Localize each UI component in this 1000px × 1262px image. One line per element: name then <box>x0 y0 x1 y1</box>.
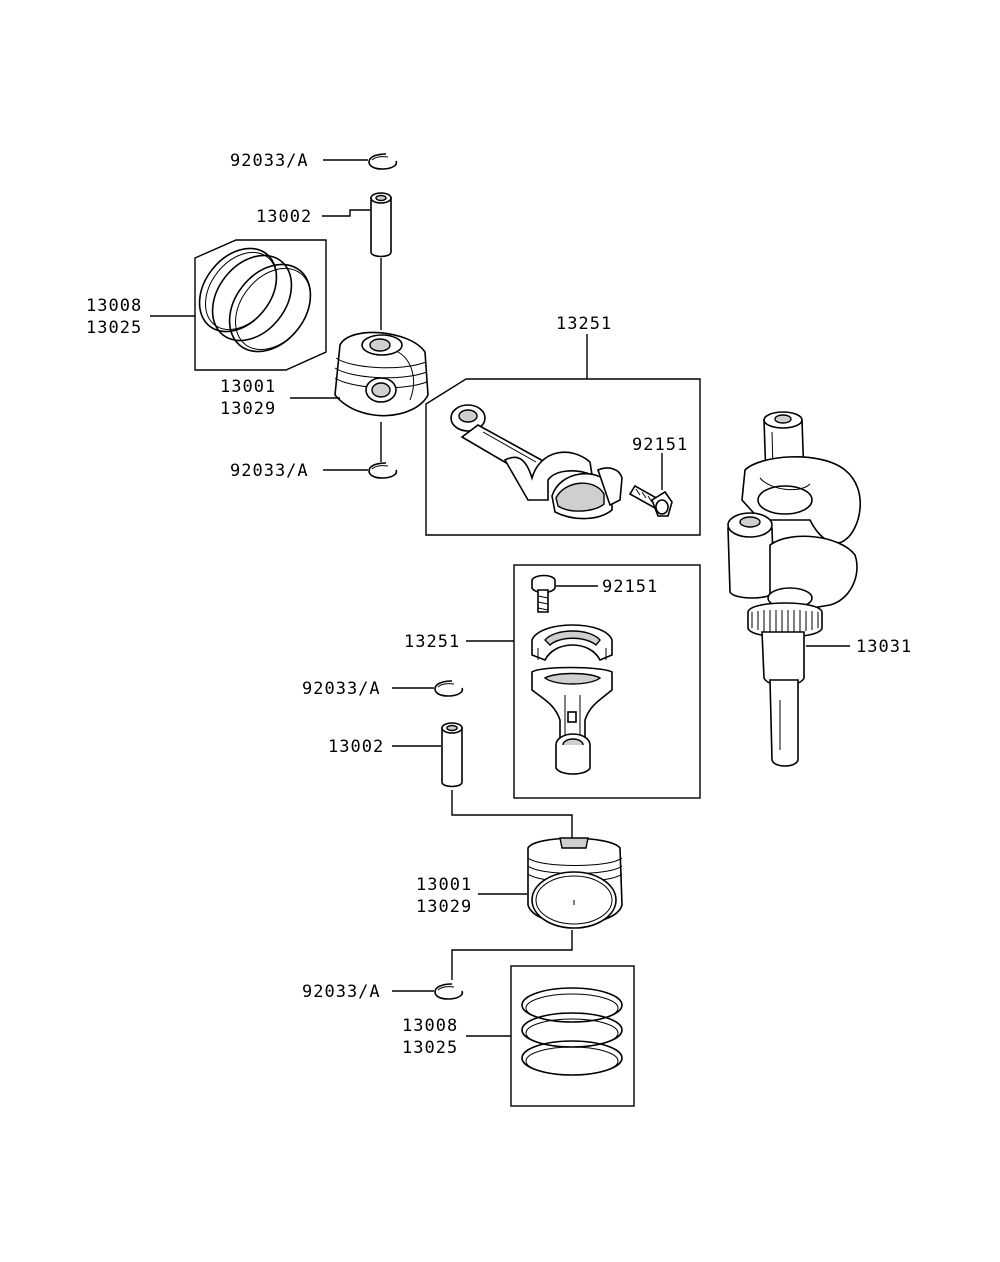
circlip-third[interactable] <box>434 680 464 697</box>
bolt-top[interactable] <box>628 484 673 517</box>
piston-top[interactable] <box>334 331 429 417</box>
guide-line-piston-bottom <box>451 930 573 980</box>
ring-box-top <box>194 239 327 371</box>
part-number-13008-bottom[interactable]: 13008 <box>402 1016 458 1036</box>
circlip-second[interactable] <box>368 462 398 479</box>
part-number-92151-top[interactable]: 92151 <box>632 435 688 455</box>
part-number-13001-top[interactable]: 13001 <box>220 377 276 397</box>
piston-rings-top[interactable] <box>184 233 327 367</box>
part-number-13001-bottom[interactable]: 13001 <box>416 875 472 895</box>
circlip-fourth[interactable] <box>434 983 464 1000</box>
part-number-92033a-fourth[interactable]: 92033/A <box>302 982 381 1002</box>
part-number-13008-top[interactable]: 13008 <box>86 296 142 316</box>
piston-pin-bottom[interactable] <box>441 722 463 788</box>
part-number-13029-bottom[interactable]: 13029 <box>416 897 472 917</box>
connecting-rod-top[interactable] <box>450 404 623 520</box>
part-number-92033a-top[interactable]: 92033/A <box>230 151 309 171</box>
piston-bottom[interactable] <box>527 837 623 929</box>
crankshaft[interactable] <box>727 411 861 767</box>
part-number-13025-bottom[interactable]: 13025 <box>402 1038 458 1058</box>
part-number-13025-top[interactable]: 13025 <box>86 318 142 338</box>
part-number-92151-bottom[interactable]: 92151 <box>602 577 658 597</box>
guide-line-pin-bottom <box>451 790 573 838</box>
leader-pin-top <box>322 209 370 217</box>
conrod-box-bottom <box>513 564 701 799</box>
connecting-rod-cap-bottom[interactable] <box>531 624 613 662</box>
bolt-bottom[interactable] <box>531 574 556 613</box>
part-number-92033a-second[interactable]: 92033/A <box>230 461 309 481</box>
circlip-top[interactable] <box>368 153 398 170</box>
part-number-13251-bottom[interactable]: 13251 <box>404 632 460 652</box>
ring-box-bottom <box>510 965 635 1107</box>
piston-pin-top[interactable] <box>370 192 392 258</box>
connecting-rod-bottom[interactable] <box>531 666 613 775</box>
conrod-box-top <box>425 378 701 536</box>
part-number-13029-top[interactable]: 13029 <box>220 399 276 419</box>
part-number-13002-bottom[interactable]: 13002 <box>328 737 384 757</box>
part-number-92033a-third[interactable]: 92033/A <box>302 679 381 699</box>
part-number-13031[interactable]: 13031 <box>856 637 912 657</box>
piston-rings-bottom[interactable] <box>521 987 623 1076</box>
part-number-13251-top[interactable]: 13251 <box>556 314 612 334</box>
part-number-13002-top[interactable]: 13002 <box>256 207 312 227</box>
